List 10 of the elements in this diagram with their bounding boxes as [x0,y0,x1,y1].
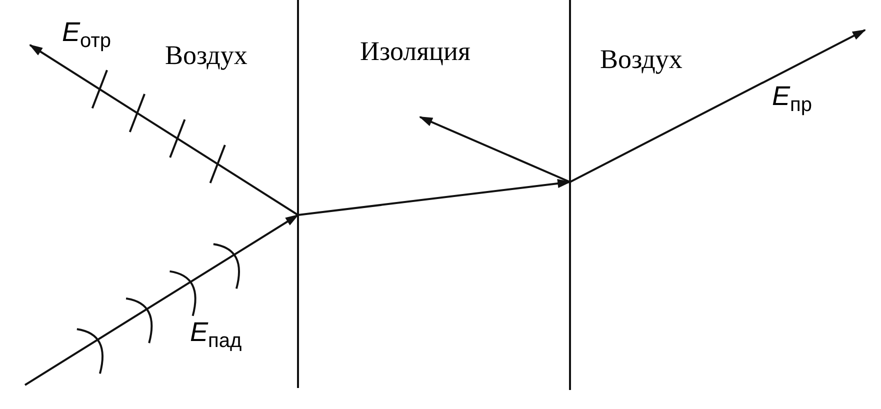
ray-arrow [298,179,572,216]
boundary-line [569,0,571,390]
ray-arrow [24,214,299,386]
region-label: Воздух [600,44,682,75]
boundary-line [297,0,299,388]
ray-arrow [570,29,866,183]
ray-arrow [29,44,299,216]
region-label: Воздух [165,40,248,71]
region-label: Изоляция [360,36,470,67]
ray-arrow [418,116,570,183]
